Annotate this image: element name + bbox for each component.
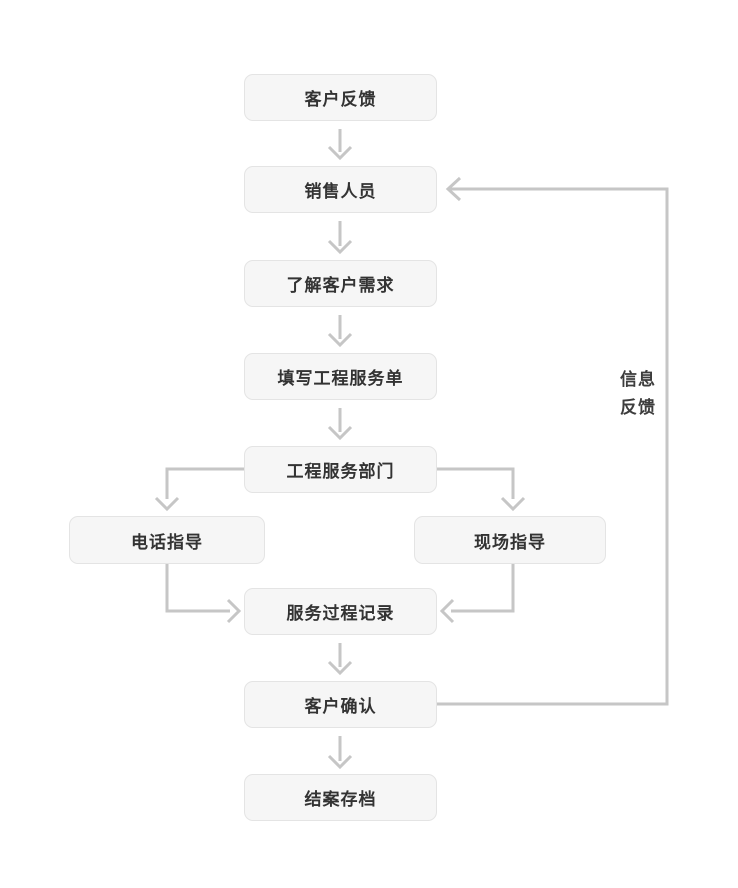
node-label: 填写工程服务单 (277, 369, 404, 388)
node-label: 了解客户需求 (286, 276, 395, 295)
node-label: 现场指导 (474, 532, 546, 552)
arrow-service-record-to-customer-confirm (327, 643, 353, 676)
feedback-label-line2: 反馈 (620, 398, 656, 417)
arrow-sales-to-understand-needs (327, 221, 353, 255)
feedback-loop-label: 信息 反馈 (612, 366, 664, 422)
arrow-fill-form-to-engineering-dept (327, 408, 353, 441)
node-label: 销售人员 (304, 182, 377, 201)
node-phone-guidance: 电话指导 (69, 516, 265, 564)
node-engineering-dept: 工程服务部门 (244, 446, 437, 493)
node-customer-confirm: 客户确认 (244, 681, 437, 728)
node-label: 电话指导 (131, 532, 203, 552)
node-label: 客户反馈 (304, 90, 377, 109)
node-label: 结案存档 (304, 790, 377, 809)
arrow-engineering-dept-to-onsite-guidance (437, 467, 526, 512)
node-onsite-guidance: 现场指导 (414, 516, 606, 564)
node-label: 服务过程记录 (286, 604, 395, 623)
arrow-customer-feedback-to-sales (327, 129, 353, 161)
feedback-label-line1: 信息 (620, 370, 656, 389)
arrow-phone-guidance-to-service-record (165, 564, 242, 624)
node-understand-needs: 了解客户需求 (244, 260, 437, 307)
arrow-feedback-loop-customer-confirm-to-sales (437, 176, 669, 706)
node-label: 客户确认 (304, 697, 377, 716)
node-fill-service-form: 填写工程服务单 (244, 353, 437, 400)
node-sales-staff: 销售人员 (244, 166, 437, 213)
node-close-archive: 结案存档 (244, 774, 437, 821)
node-label: 工程服务部门 (286, 462, 395, 481)
node-customer-feedback: 客户反馈 (244, 74, 437, 121)
arrow-engineering-dept-to-phone-guidance (154, 467, 244, 512)
arrow-understand-needs-to-fill-form (327, 315, 353, 348)
arrow-onsite-guidance-to-service-record (439, 564, 515, 624)
arrow-customer-confirm-to-close-archive (327, 736, 353, 770)
node-service-record: 服务过程记录 (244, 588, 437, 635)
